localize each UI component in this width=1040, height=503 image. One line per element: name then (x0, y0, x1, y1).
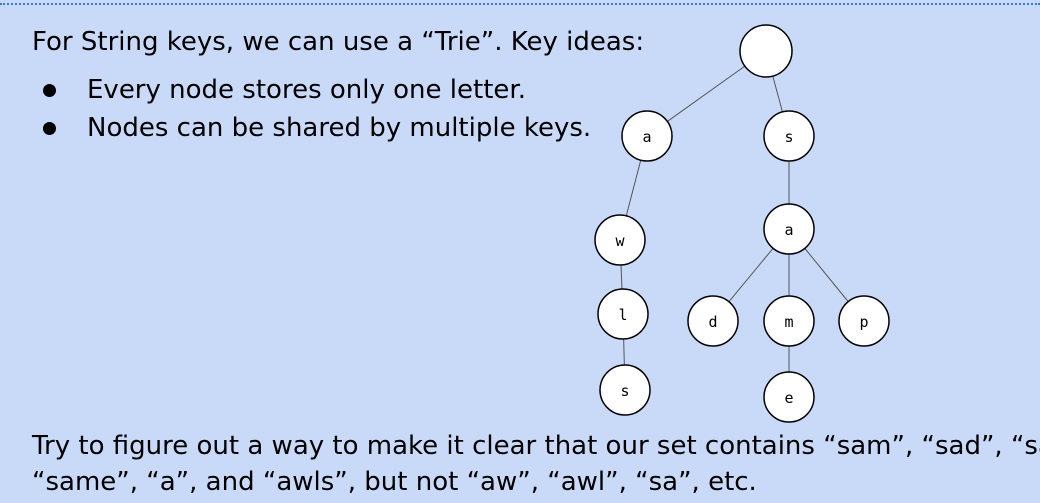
trie-node-label: m (784, 313, 793, 331)
key-ideas-list: Every node stores only one letter. Nodes… (40, 71, 591, 147)
trie-node-circle (599, 364, 651, 416)
trie-node-circle (763, 295, 815, 347)
bullet-dot-icon (43, 122, 56, 135)
trie-node-circle (763, 203, 815, 255)
bullet-item: Nodes can be shared by multiple keys. (40, 109, 591, 147)
trie-node-sad: d (687, 295, 739, 347)
trie-node-s: s (763, 110, 815, 162)
top-dotted-rule (0, 3, 1040, 5)
bullet-dot-icon (43, 84, 56, 97)
trie-node-circle (763, 371, 815, 423)
trie-node-label: d (708, 313, 717, 331)
trie-edge-root-a (667, 65, 746, 122)
trie-node-circle (739, 24, 793, 78)
trie-node-circle (621, 110, 673, 162)
trie-node-aw: w (594, 214, 646, 266)
trie-node-label: s (784, 128, 793, 146)
trie-edge-aw-awl (620, 264, 623, 290)
trie-node-label: l (618, 306, 627, 324)
bullet-text: Every node stores only one letter. (87, 75, 526, 105)
trie-node-sam: m (763, 295, 815, 347)
trie-node-label: a (784, 221, 793, 239)
bullet-item: Every node stores only one letter. (40, 71, 591, 109)
trie-node-root (739, 24, 793, 78)
trie-node-circle (597, 288, 649, 340)
trie-edge-root-s (772, 75, 783, 112)
trie-edge-a-aw (625, 160, 642, 216)
trie-node-awl: l (597, 288, 649, 340)
trie-edges (620, 65, 849, 372)
trie-node-label: p (859, 313, 868, 331)
trie-node-circle (687, 295, 739, 347)
trie-node-label: s (620, 382, 629, 400)
trie-edge-awl-awls (623, 338, 625, 366)
trie-node-label: a (642, 128, 651, 146)
intro-text: For String keys, we can use a “Trie”. Ke… (32, 27, 645, 57)
trie-node-circle (838, 295, 890, 347)
trie-node-sap: p (838, 295, 890, 347)
trie-node-same: e (763, 371, 815, 423)
exercise-line: “same”, “a”, and “awls”, but not “aw”, “… (32, 467, 757, 497)
bullet-text: Nodes can be shared by multiple keys. (87, 113, 592, 143)
trie-edge-sa-sap (804, 248, 849, 302)
trie-node-label: w (615, 232, 625, 250)
exercise-text: Try to figure out a way to make it clear… (32, 428, 1040, 500)
trie-node-a: a (621, 110, 673, 162)
trie-node-label: e (784, 389, 793, 407)
trie-edge-sa-sad (728, 247, 774, 303)
trie-nodes: a s w l s a d m p e (594, 24, 890, 423)
trie-node-circle (763, 110, 815, 162)
trie-node-awls: s (599, 364, 651, 416)
trie-node-sa: a (763, 203, 815, 255)
trie-node-circle (594, 214, 646, 266)
exercise-line: Try to figure out a way to make it clear… (32, 431, 1040, 461)
